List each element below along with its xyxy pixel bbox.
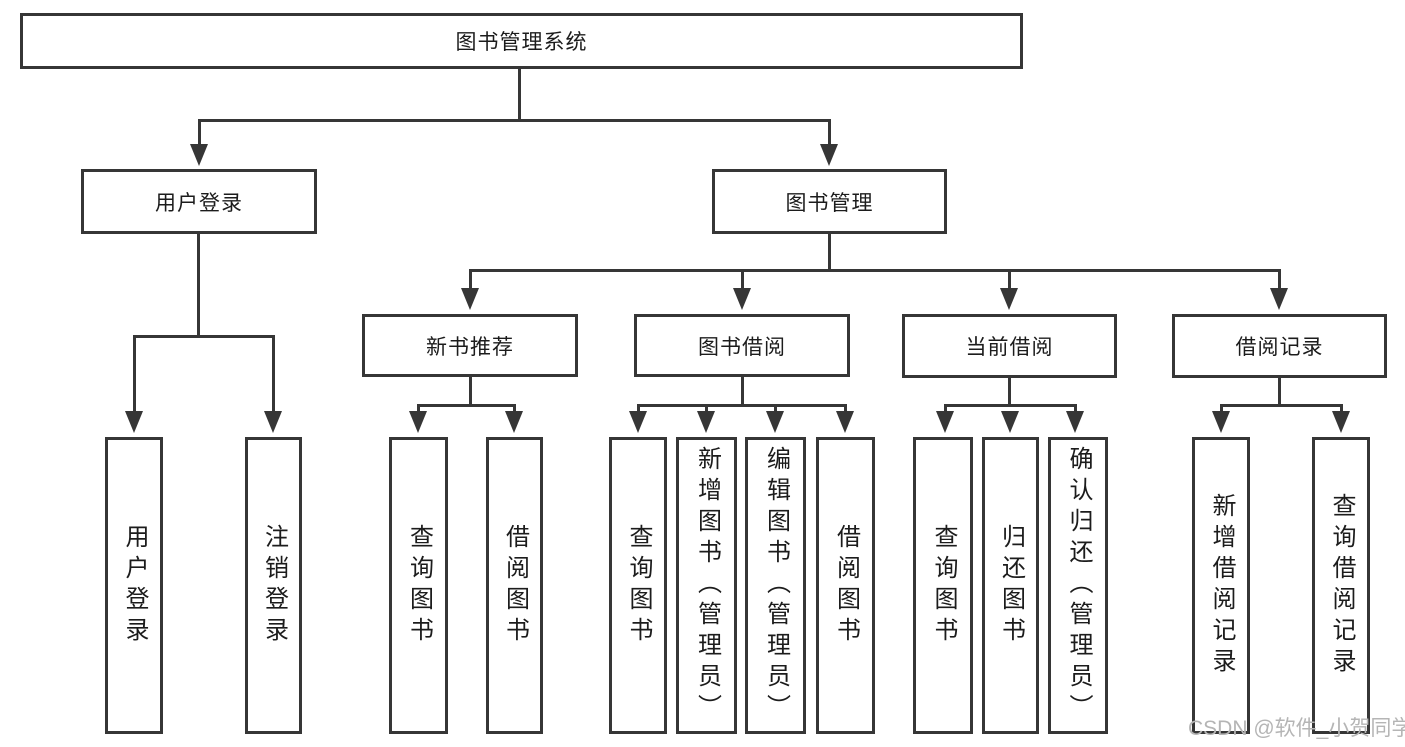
connector-drop bbox=[198, 119, 201, 149]
connector-stub bbox=[469, 377, 472, 407]
leaf-add-book-admin: 新增图书（管理员） bbox=[676, 437, 737, 734]
connector-stub bbox=[1008, 378, 1011, 407]
arrowhead-icon bbox=[1001, 411, 1019, 433]
connector-drop bbox=[828, 119, 831, 149]
node-borrow-records: 借阅记录 bbox=[1172, 314, 1387, 378]
connector-root-stub bbox=[518, 69, 521, 121]
node-library-management-system: 图书管理系统 bbox=[20, 13, 1023, 69]
arrowhead-icon bbox=[697, 411, 715, 433]
leaf-label: 查询图书 bbox=[930, 523, 957, 648]
connector-drop bbox=[844, 404, 847, 416]
connector-book-management-stub bbox=[828, 234, 831, 272]
connector-drop bbox=[774, 404, 777, 416]
connector-bar bbox=[1220, 404, 1343, 407]
connector-drop bbox=[705, 404, 708, 416]
connector-drop bbox=[133, 335, 136, 414]
connector-drop bbox=[1340, 404, 1343, 416]
node-label: 用户登录 bbox=[155, 191, 243, 215]
leaf-edit-book-admin: 编辑图书（管理员） bbox=[745, 437, 806, 734]
arrowhead-icon bbox=[409, 411, 427, 433]
arrowhead-icon bbox=[1066, 411, 1084, 433]
arrowhead-icon bbox=[936, 411, 954, 433]
leaf-user-login: 用户登录 bbox=[105, 437, 163, 734]
arrowhead-icon bbox=[1212, 411, 1230, 433]
connector-user-login-stub bbox=[197, 234, 200, 338]
arrowhead-icon bbox=[264, 411, 282, 433]
connector-drop bbox=[637, 404, 640, 416]
connector-drop bbox=[1220, 404, 1223, 416]
arrowhead-icon bbox=[820, 144, 838, 166]
arrowhead-icon bbox=[1332, 411, 1350, 433]
arrowhead-icon bbox=[836, 411, 854, 433]
connector-drop bbox=[272, 335, 275, 414]
arrowhead-icon bbox=[190, 144, 208, 166]
arrowhead-icon bbox=[766, 411, 784, 433]
leaf-label: 查询图书 bbox=[405, 523, 433, 648]
connector-level1-bar bbox=[198, 119, 831, 122]
connector-stub bbox=[741, 377, 744, 407]
connector-drop bbox=[1008, 269, 1011, 292]
arrowhead-icon bbox=[733, 288, 751, 310]
leaf-label: 借阅图书 bbox=[501, 523, 529, 648]
arrowhead-icon bbox=[461, 288, 479, 310]
leaf-return-books: 归还图书 bbox=[982, 437, 1039, 734]
node-book-management: 图书管理 bbox=[712, 169, 947, 234]
connector-bar bbox=[417, 404, 516, 407]
node-label: 借阅记录 bbox=[1235, 336, 1324, 359]
leaf-query-books-borrow: 查询图书 bbox=[609, 437, 667, 734]
leaf-label: 借阅图书 bbox=[832, 523, 860, 648]
connector-drop bbox=[469, 269, 472, 292]
leaf-label: 注销登录 bbox=[260, 523, 288, 648]
leaf-label: 查询借阅记录 bbox=[1328, 492, 1355, 679]
leaf-borrow-books: 借阅图书 bbox=[816, 437, 875, 734]
connector-drop bbox=[944, 404, 947, 416]
node-label: 图书管理 bbox=[785, 191, 874, 215]
leaf-query-books-current: 查询图书 bbox=[913, 437, 973, 734]
leaf-label: 归还图书 bbox=[997, 523, 1025, 648]
arrowhead-icon bbox=[1000, 288, 1018, 310]
leaf-label: 确认归还（管理员） bbox=[1065, 446, 1092, 725]
connector-user-login-bar bbox=[133, 335, 275, 338]
arrowhead-icon bbox=[629, 411, 647, 433]
leaf-query-books-recommend: 查询图书 bbox=[389, 437, 448, 734]
leaf-borrow-books-recommend: 借阅图书 bbox=[486, 437, 543, 734]
node-book-borrow: 图书借阅 bbox=[634, 314, 850, 377]
connector-drop bbox=[513, 404, 516, 416]
connector-drop bbox=[741, 269, 744, 292]
node-label: 图书管理系统 bbox=[455, 31, 588, 54]
watermark-text: CSDN @软件_小贺同学 bbox=[1188, 717, 1405, 740]
leaf-label: 查询图书 bbox=[625, 523, 652, 648]
node-label: 图书借阅 bbox=[698, 335, 786, 359]
connector-drop bbox=[1074, 404, 1077, 416]
leaf-label: 用户登录 bbox=[121, 523, 148, 648]
connector-level2-bar bbox=[469, 269, 1281, 272]
connector-stub bbox=[1278, 378, 1281, 407]
arrowhead-icon bbox=[1270, 288, 1288, 310]
leaf-query-borrow-record: 查询借阅记录 bbox=[1312, 437, 1370, 734]
leaf-label: 新增图书（管理员） bbox=[693, 446, 721, 725]
node-new-book-recommend: 新书推荐 bbox=[362, 314, 578, 377]
node-user-login: 用户登录 bbox=[81, 169, 317, 234]
connector-bar bbox=[944, 404, 1077, 407]
node-label: 新书推荐 bbox=[426, 335, 514, 359]
connector-bar bbox=[637, 404, 847, 407]
leaf-confirm-return-admin: 确认归还（管理员） bbox=[1048, 437, 1108, 734]
connector-drop bbox=[1278, 269, 1281, 292]
leaf-label: 编辑图书（管理员） bbox=[762, 446, 790, 725]
node-label: 当前借阅 bbox=[965, 336, 1054, 359]
leaf-logout: 注销登录 bbox=[245, 437, 302, 734]
arrowhead-icon bbox=[505, 411, 523, 433]
node-current-borrow: 当前借阅 bbox=[902, 314, 1117, 378]
leaf-add-borrow-record: 新增借阅记录 bbox=[1192, 437, 1250, 734]
arrowhead-icon bbox=[125, 411, 143, 433]
leaf-label: 新增借阅记录 bbox=[1208, 492, 1235, 679]
connector-drop bbox=[417, 404, 420, 416]
